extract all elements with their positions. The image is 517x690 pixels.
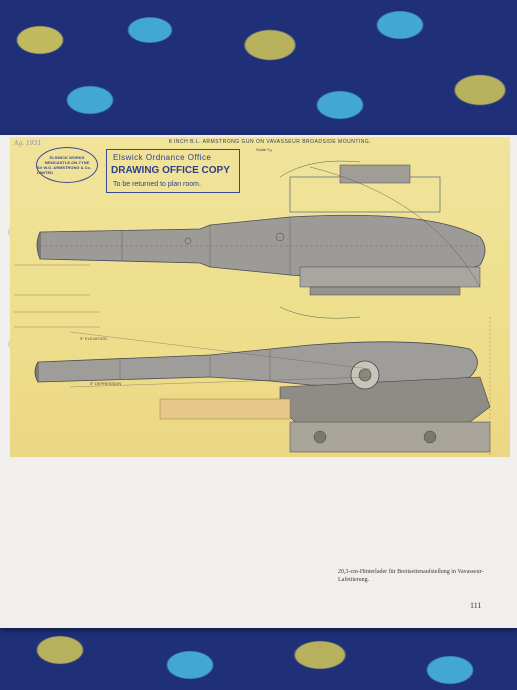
technical-drawing-plate: 5° ELEVATION 5° DEPRESSION Ag. 1931 8 IN… [10, 137, 510, 457]
gun-drawing: 5° ELEVATION 5° DEPRESSION [14, 160, 491, 457]
gun-side-view [34, 317, 491, 457]
annotation-elevation: 5° ELEVATION [80, 336, 107, 341]
page-number: 111 [470, 601, 482, 610]
stamp-line: Sir W.G. ARMSTRONG & Co. LIMITED [37, 165, 92, 175]
figure-caption: 20,3-cm-Hinterlader für Breitseitenaufst… [338, 569, 484, 583]
drawing-office-stamp: Elswick Ordnance Office DRAWING OFFICE C… [106, 149, 240, 193]
office-copy-label: DRAWING OFFICE COPY [111, 165, 230, 176]
office-return-note: To be returned to plan room. [113, 181, 201, 188]
works-stamp: ELSWICK WORKS NEWCASTLE-ON-TYNE Sir W.G.… [36, 147, 98, 183]
annotation-depression: 5° DEPRESSION [90, 381, 121, 386]
handwritten-note: Ag. 1931 [14, 140, 42, 147]
office-name: Elswick Ordnance Office [113, 153, 212, 162]
gun-plan-view [36, 160, 486, 319]
dimension-table [14, 264, 100, 328]
stamp-line: NEWCASTLE-ON-TYNE [44, 160, 90, 165]
plate-title: 8 INCH B.L. ARMSTRONG GUN ON VAVASSEUR B… [168, 139, 372, 145]
scale-label: Scale ¹⁄₂₄ [256, 147, 273, 152]
stamp-line: ELSWICK WORKS [49, 155, 85, 160]
